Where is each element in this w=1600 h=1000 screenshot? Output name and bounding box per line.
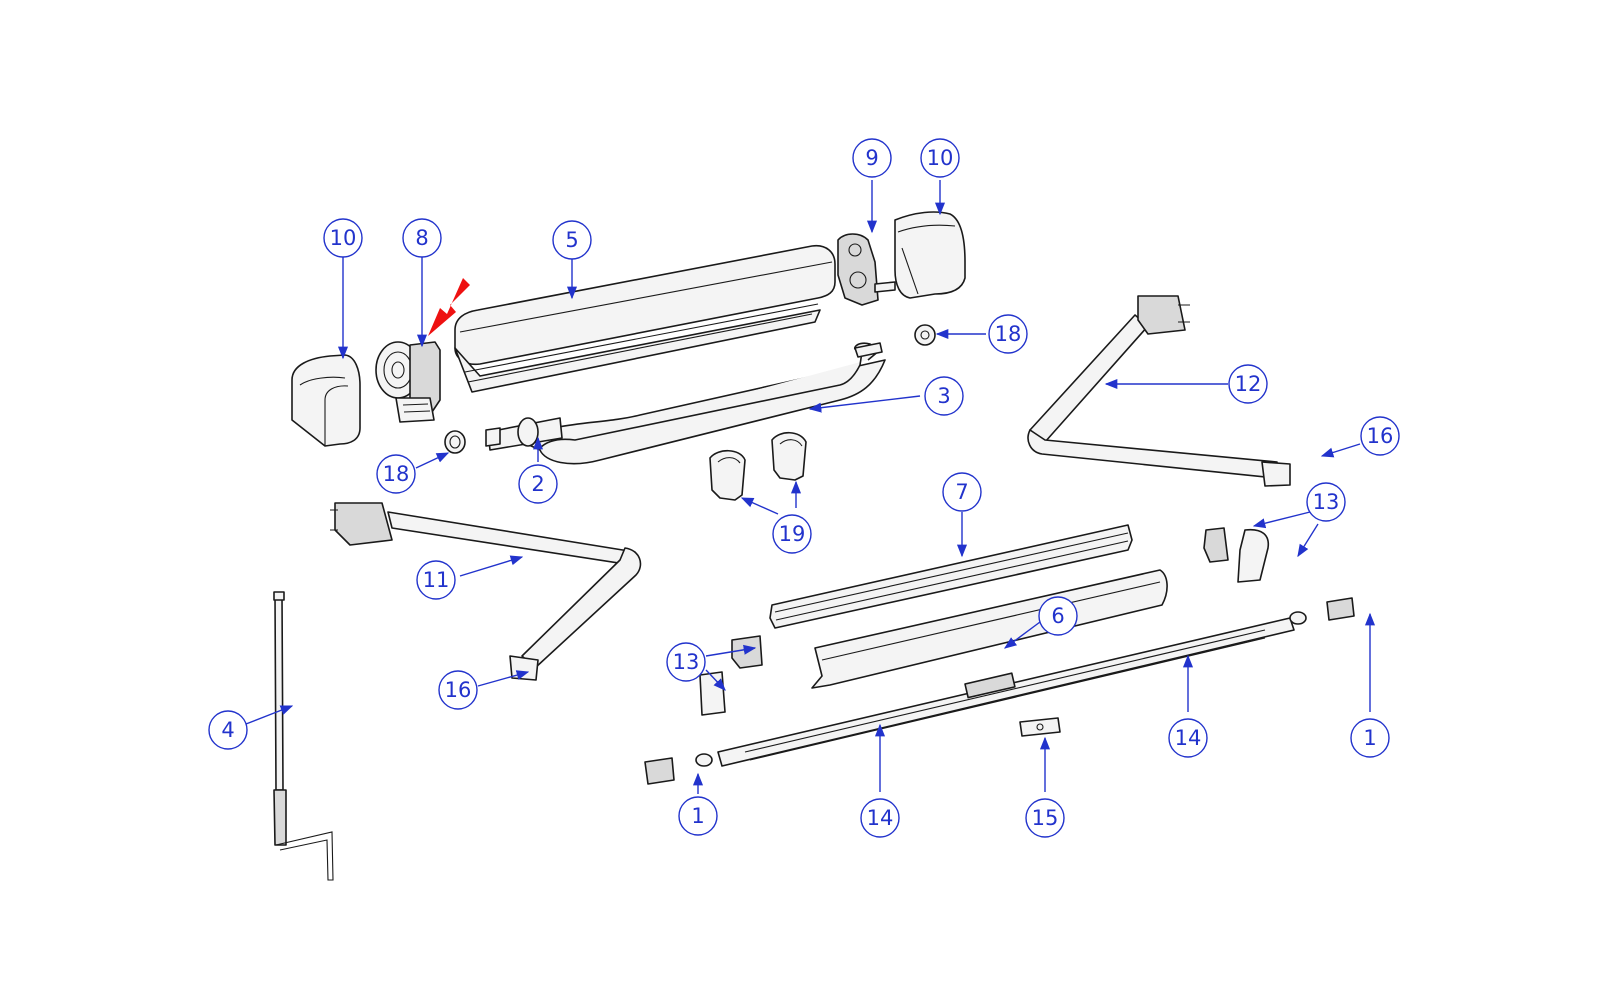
svg-text:7: 7: [955, 480, 968, 504]
end-plugs-drawing: [644, 597, 1355, 785]
callout-1-left: 1: [678, 796, 718, 836]
callout-4: 4: [208, 710, 248, 750]
svg-text:3: 3: [937, 384, 950, 408]
svg-text:1: 1: [1363, 726, 1376, 750]
svg-text:19: 19: [779, 522, 806, 546]
svg-text:16: 16: [1367, 424, 1394, 448]
fabric-clips-drawing: [709, 431, 807, 501]
callout-1-right: 1: [1350, 718, 1390, 758]
svg-text:16: 16: [445, 678, 472, 702]
callout-9: 9: [852, 138, 892, 178]
svg-text:5: 5: [565, 228, 578, 252]
callout-leaders: [245, 180, 1376, 794]
svg-text:13: 13: [673, 650, 700, 674]
callout-5: 5: [552, 220, 592, 260]
svg-text:15: 15: [1032, 806, 1059, 830]
callout-18-right: 18: [988, 314, 1028, 354]
svg-text:14: 14: [1175, 726, 1202, 750]
callout-15: 15: [1025, 798, 1065, 838]
callout-14-right: 14: [1168, 718, 1208, 758]
bearing-left-drawing: [444, 430, 466, 454]
callout-19: 19: [772, 514, 812, 554]
svg-text:14: 14: [867, 806, 894, 830]
end-cap-right-drawing: [894, 211, 966, 299]
leader-13-left-b: [705, 669, 726, 691]
callout-3: 3: [924, 376, 964, 416]
end-bracket-right-drawing: [837, 233, 896, 306]
callout-8: 8: [402, 218, 442, 258]
leader-11: [459, 555, 524, 577]
callout-12: 12: [1228, 364, 1268, 404]
part-callouts: 10 8 5 9 10 18 3 12 16 18 2 19 7 13 11 6…: [208, 138, 1400, 838]
callout-14-left: 14: [860, 798, 900, 838]
svg-text:1: 1: [691, 804, 704, 828]
crank-handle-drawing: [273, 591, 334, 881]
roller-tube-end-drawing: [485, 427, 501, 447]
leader-6: [1003, 621, 1041, 649]
bottom-rail-assembly-drawing: [695, 611, 1307, 767]
svg-text:2: 2: [531, 472, 544, 496]
callout-10-right: 10: [920, 138, 960, 178]
drive-gear-housing-drawing: [375, 341, 441, 423]
leader-18-left: [415, 452, 450, 469]
callout-11: 11: [416, 560, 456, 600]
leader-4: [245, 705, 294, 725]
leader-16-right: [1320, 443, 1361, 458]
callout-7: 7: [942, 472, 982, 512]
highlight-arrow: [428, 278, 470, 336]
folding-arm-left-drawing: [330, 502, 642, 681]
fabric-roller-drawing: [487, 342, 886, 465]
svg-text:10: 10: [927, 146, 954, 170]
svg-text:11: 11: [423, 568, 450, 592]
svg-text:13: 13: [1313, 490, 1340, 514]
end-cap-left-drawing: [291, 354, 361, 447]
svg-text:18: 18: [995, 322, 1022, 346]
callout-13-left: 13: [666, 642, 706, 682]
callout-16-right: 16: [1360, 416, 1400, 456]
svg-text:12: 12: [1235, 372, 1262, 396]
leader-3: [808, 395, 921, 413]
svg-text:6: 6: [1051, 604, 1064, 628]
callout-10-left: 10: [323, 218, 363, 258]
leader-19-a: [740, 497, 779, 515]
bearing-right-drawing: [914, 324, 936, 346]
leader-13-right-b: [1297, 523, 1319, 558]
svg-text:4: 4: [221, 718, 234, 742]
center-bracket-drawing: [1019, 717, 1061, 737]
callout-6: 6: [1038, 596, 1078, 636]
cassette-housing-drawing: [454, 244, 836, 393]
folding-arm-right-drawing: [1027, 295, 1291, 487]
valance-profile-drawing: [811, 569, 1168, 689]
svg-text:10: 10: [330, 226, 357, 250]
callout-2: 2: [518, 464, 558, 504]
callout-16-left: 16: [438, 670, 478, 710]
leader-16-left: [477, 670, 530, 687]
callout-13-right: 13: [1306, 482, 1346, 522]
leader-13-left-a: [705, 644, 757, 657]
svg-text:8: 8: [415, 226, 428, 250]
leader-13-right-a: [1252, 511, 1311, 529]
svg-text:9: 9: [865, 146, 878, 170]
svg-text:18: 18: [383, 462, 410, 486]
callout-18-left: 18: [376, 454, 416, 494]
front-profile-drawing: [769, 524, 1133, 629]
